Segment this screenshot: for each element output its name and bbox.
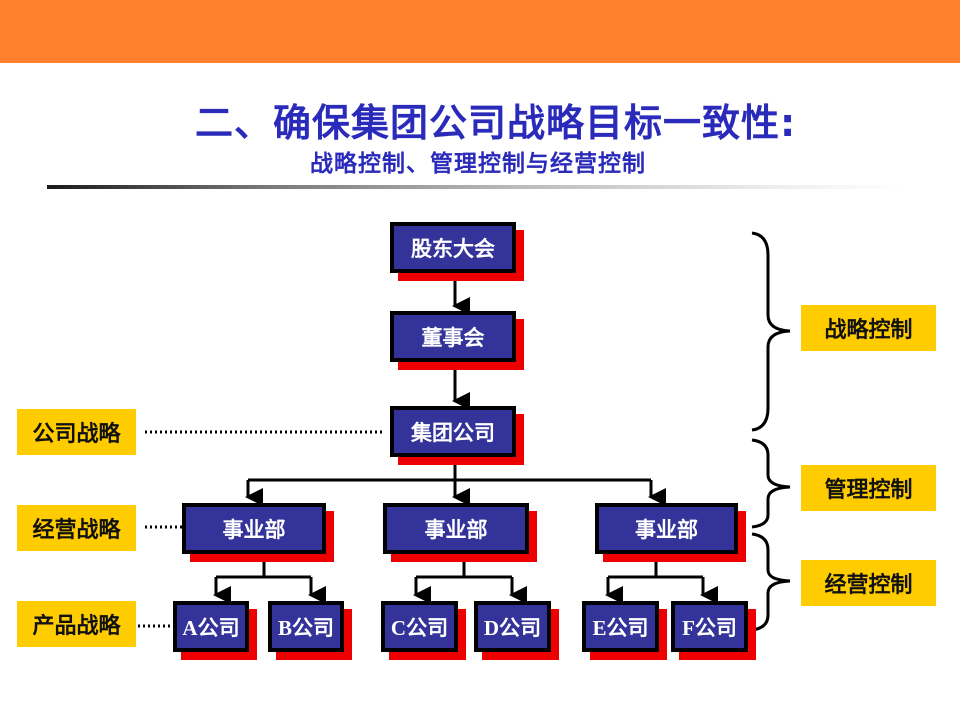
node-company-c: C公司	[381, 601, 458, 652]
top-banner	[0, 0, 960, 63]
node-company-f: F公司	[671, 601, 748, 652]
connector-division-1	[216, 562, 311, 579]
node-group-company: 集团公司	[390, 406, 516, 457]
node-company-b: B公司	[268, 601, 344, 652]
node-board-of-directors: 董事会	[390, 311, 516, 362]
label-strategic-control: 战略控制	[801, 305, 936, 351]
page-subtitle: 战略控制、管理控制与经营控制	[310, 150, 646, 177]
node-shareholders-meeting: 股东大会	[390, 222, 516, 273]
brace-management-control	[751, 438, 791, 529]
connector-division-2	[416, 562, 512, 579]
node-division-1: 事业部	[182, 503, 326, 554]
label-business-strategy: 经营战略	[17, 505, 136, 551]
node-company-e: E公司	[582, 601, 659, 652]
label-management-control: 管理控制	[801, 465, 936, 511]
label-product-strategy: 产品战略	[17, 601, 136, 647]
brace-strategic-control	[751, 231, 791, 432]
connector-division-3	[608, 562, 703, 579]
node-company-d: D公司	[474, 601, 551, 652]
node-company-a: A公司	[173, 601, 249, 652]
label-corporate-strategy: 公司战略	[17, 409, 136, 455]
label-operational-control: 经营控制	[801, 560, 936, 606]
node-division-3: 事业部	[595, 503, 738, 554]
title-divider	[47, 185, 907, 189]
page-title: 二、确保集团公司战略目标一致性:	[195, 101, 797, 145]
brace-operational-control	[751, 532, 791, 632]
node-division-2: 事业部	[383, 503, 529, 554]
connector-group-to-divisions	[248, 462, 651, 482]
